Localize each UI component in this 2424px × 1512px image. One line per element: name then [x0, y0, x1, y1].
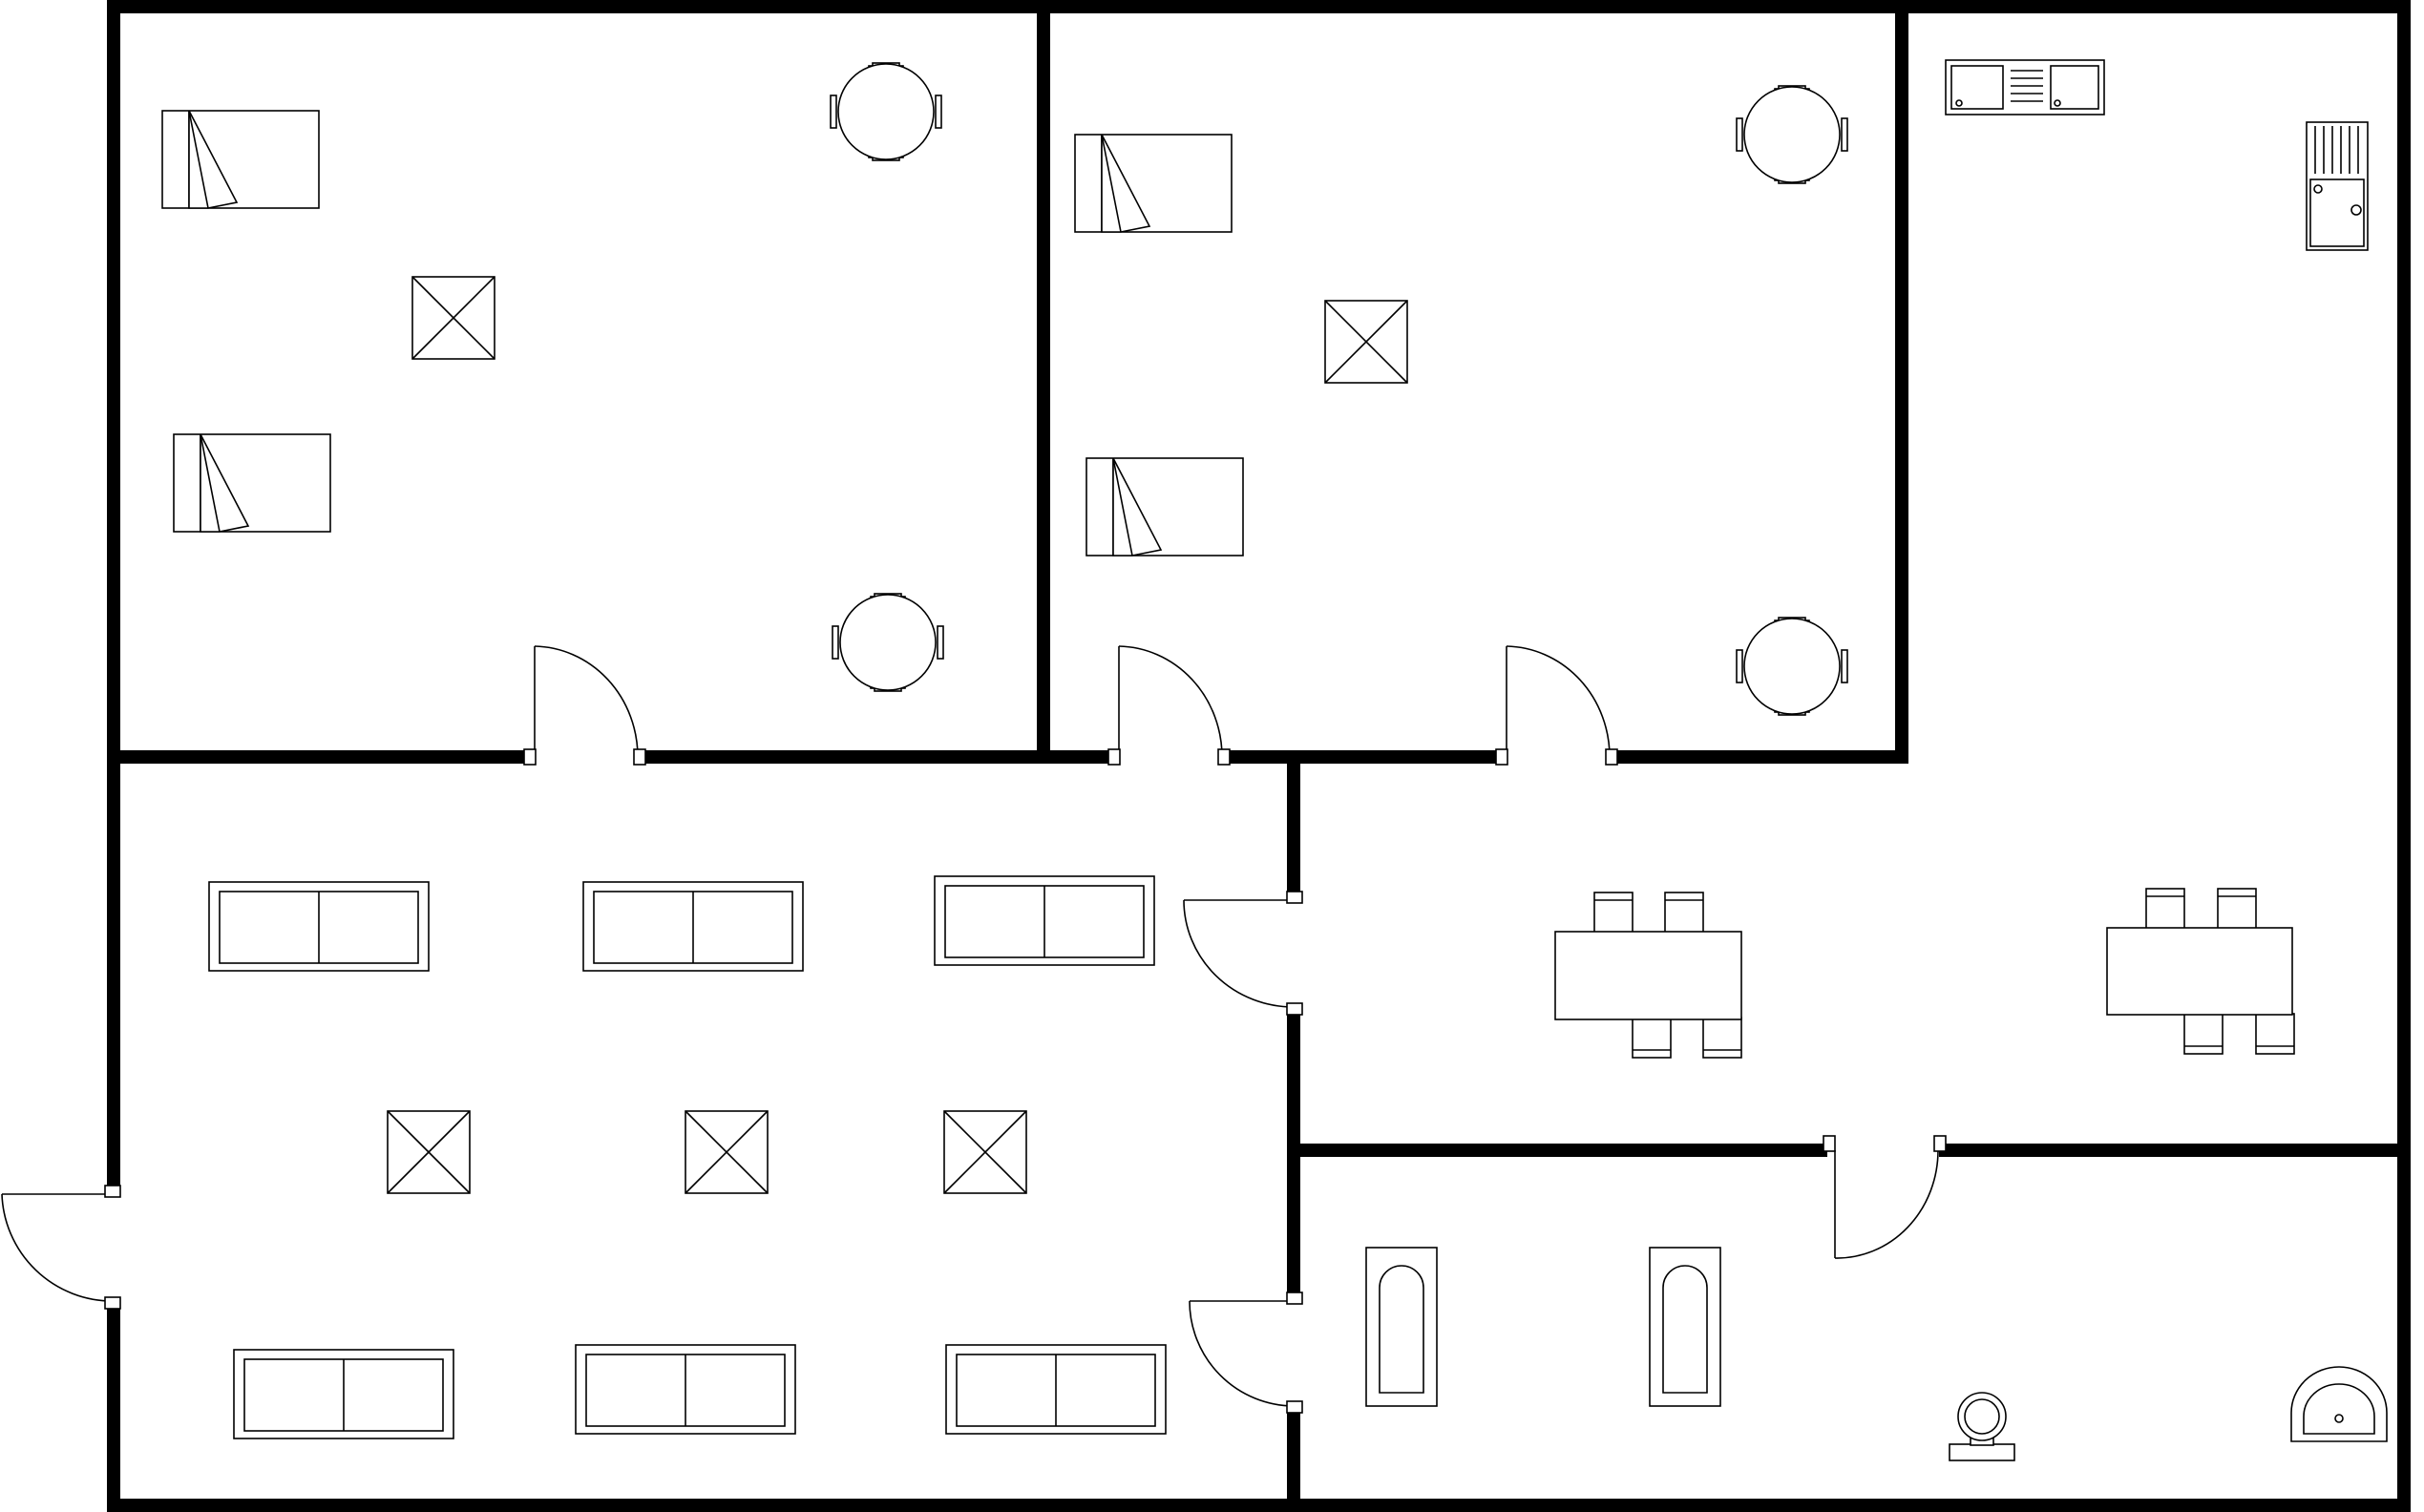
- door-icon[interactable]: [1107, 645, 1231, 766]
- opening-bedroom1: [531, 746, 638, 767]
- round-table-icon[interactable]: [832, 593, 944, 692]
- opening-living-bathroom: [1283, 1296, 1304, 1406]
- living-room: [208, 875, 1167, 1439]
- ceiling-light-icon: [685, 1110, 769, 1194]
- wall-bottom: [107, 1499, 2411, 1512]
- dining-table-icon[interactable]: [2106, 888, 2295, 1055]
- sofa-icon[interactable]: [945, 1344, 1167, 1435]
- wall-horizontal-upper: [107, 750, 1908, 764]
- opening-bedroom2: [1114, 746, 1221, 767]
- dining-table-icon[interactable]: [1554, 892, 1742, 1059]
- sofa-icon[interactable]: [208, 881, 430, 972]
- door-openings: [103, 746, 1939, 1406]
- sofa-icon[interactable]: [582, 881, 804, 972]
- washbasin-icon[interactable]: [2290, 1366, 2388, 1442]
- round-table-icon[interactable]: [830, 62, 942, 161]
- ceiling-light-icon: [387, 1110, 471, 1194]
- door-icon[interactable]: [1823, 1135, 1947, 1259]
- bathtub-icon[interactable]: [1365, 1247, 1438, 1407]
- door-icon[interactable]: [523, 645, 646, 766]
- opening-dining-bathroom: [1827, 1140, 1939, 1161]
- stove-icon[interactable]: [2306, 121, 2369, 251]
- sofa-icon[interactable]: [233, 1349, 454, 1439]
- round-table-icon[interactable]: [1736, 617, 1848, 716]
- door-icon[interactable]: [1189, 1292, 1303, 1414]
- ceiling-light-icon: [943, 1110, 1027, 1194]
- round-table-icon[interactable]: [1736, 85, 1848, 184]
- bathtub-icon[interactable]: [1649, 1247, 1721, 1407]
- opening-living-dining: [1283, 897, 1304, 1007]
- opening-entrance: [103, 1191, 124, 1304]
- door-icon[interactable]: [1, 1185, 121, 1310]
- toilet-icon[interactable]: [1949, 1392, 2015, 1461]
- ceiling-light-icon: [1324, 300, 1408, 384]
- kitchen: [1945, 59, 2369, 251]
- wall-top: [107, 0, 2411, 13]
- wall-right: [2397, 0, 2411, 1512]
- walls: [107, 0, 2411, 1512]
- opening-kitchen: [1502, 746, 1609, 767]
- bedroom-2: [1074, 85, 1848, 716]
- doors: [1, 645, 1947, 1414]
- sink-icon[interactable]: [1945, 59, 2105, 116]
- door-icon[interactable]: [1183, 891, 1303, 1016]
- door-icon[interactable]: [1495, 645, 1618, 766]
- bed-icon[interactable]: [173, 433, 331, 533]
- wall-bedroom1-bedroom2: [1037, 0, 1050, 764]
- ceiling-light-icon: [411, 276, 495, 360]
- bed-icon[interactable]: [1086, 457, 1244, 556]
- bed-icon[interactable]: [161, 110, 320, 209]
- sofa-icon[interactable]: [934, 875, 1155, 966]
- bathroom: [1365, 1247, 2388, 1461]
- bedroom-1: [161, 62, 944, 692]
- dining-room: [1554, 888, 2295, 1059]
- wall-bedroom2-kitchen: [1895, 0, 1908, 764]
- sofa-icon[interactable]: [575, 1344, 796, 1435]
- bed-icon[interactable]: [1074, 134, 1233, 233]
